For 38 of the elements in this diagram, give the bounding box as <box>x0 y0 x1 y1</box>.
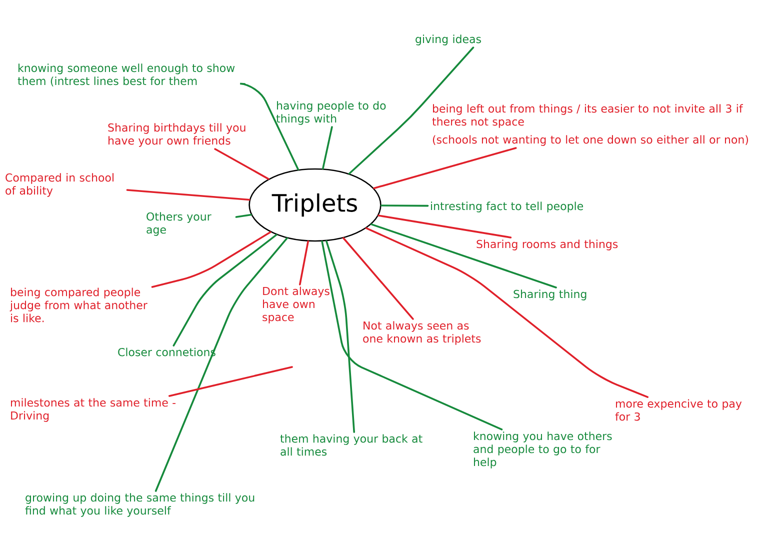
branch-line <box>214 148 270 180</box>
branch-line <box>373 147 517 190</box>
branch-note: Not always seen as one known as triplets <box>363 321 481 345</box>
branch-note: being left out from things / its easier to not invite all 3 if theres not space (schools not wanting to let one down so either all or non) <box>432 104 748 146</box>
branch-note: growing up doing the same things till you find what you like yourself <box>25 493 254 517</box>
branch-line <box>342 237 414 320</box>
branch-note: Sharing birthdays till you have your own friends <box>108 123 246 147</box>
branch-line <box>235 214 252 218</box>
branch-line <box>239 82 300 170</box>
branch-line <box>154 237 288 492</box>
branch-note: more expencive to pay for 3 <box>615 399 742 421</box>
branch-line <box>322 126 333 170</box>
branch-line <box>348 46 474 175</box>
branch-line <box>172 234 278 346</box>
branch-note: being compared people judge from what another is like. <box>10 288 148 322</box>
branch-line <box>370 223 557 288</box>
branch-line <box>151 231 272 288</box>
branch-note: them having your back at all times <box>280 434 422 456</box>
branch-note: knowing you have others and people to go to for help <box>474 432 612 468</box>
branch-note: Sharing thing <box>514 290 586 300</box>
branch-line <box>365 227 648 398</box>
topic-bubble: Triplets <box>248 168 382 242</box>
branch-note: knowing someone well enough to show them (intrest lines best for them <box>18 64 235 86</box>
branch-note: giving ideas <box>416 34 481 46</box>
branch-note: Dont always have own space <box>262 286 330 324</box>
branch-line <box>126 189 250 201</box>
branch-note: Sharing rooms and things <box>476 240 618 250</box>
branch-note: milestones at the same time - Driving <box>11 398 176 422</box>
branch-note: intresting fact to tell people <box>431 202 584 212</box>
branch-note: Compared in school of ability <box>6 173 114 197</box>
branch-note: Others your age <box>146 212 212 236</box>
branch-line <box>326 240 356 433</box>
branch-line <box>299 240 309 286</box>
branch-line <box>168 366 293 397</box>
branch-line <box>378 214 512 238</box>
branch-line <box>380 204 429 207</box>
branch-line <box>321 240 503 430</box>
branch-note: having people to do things with <box>276 101 386 125</box>
